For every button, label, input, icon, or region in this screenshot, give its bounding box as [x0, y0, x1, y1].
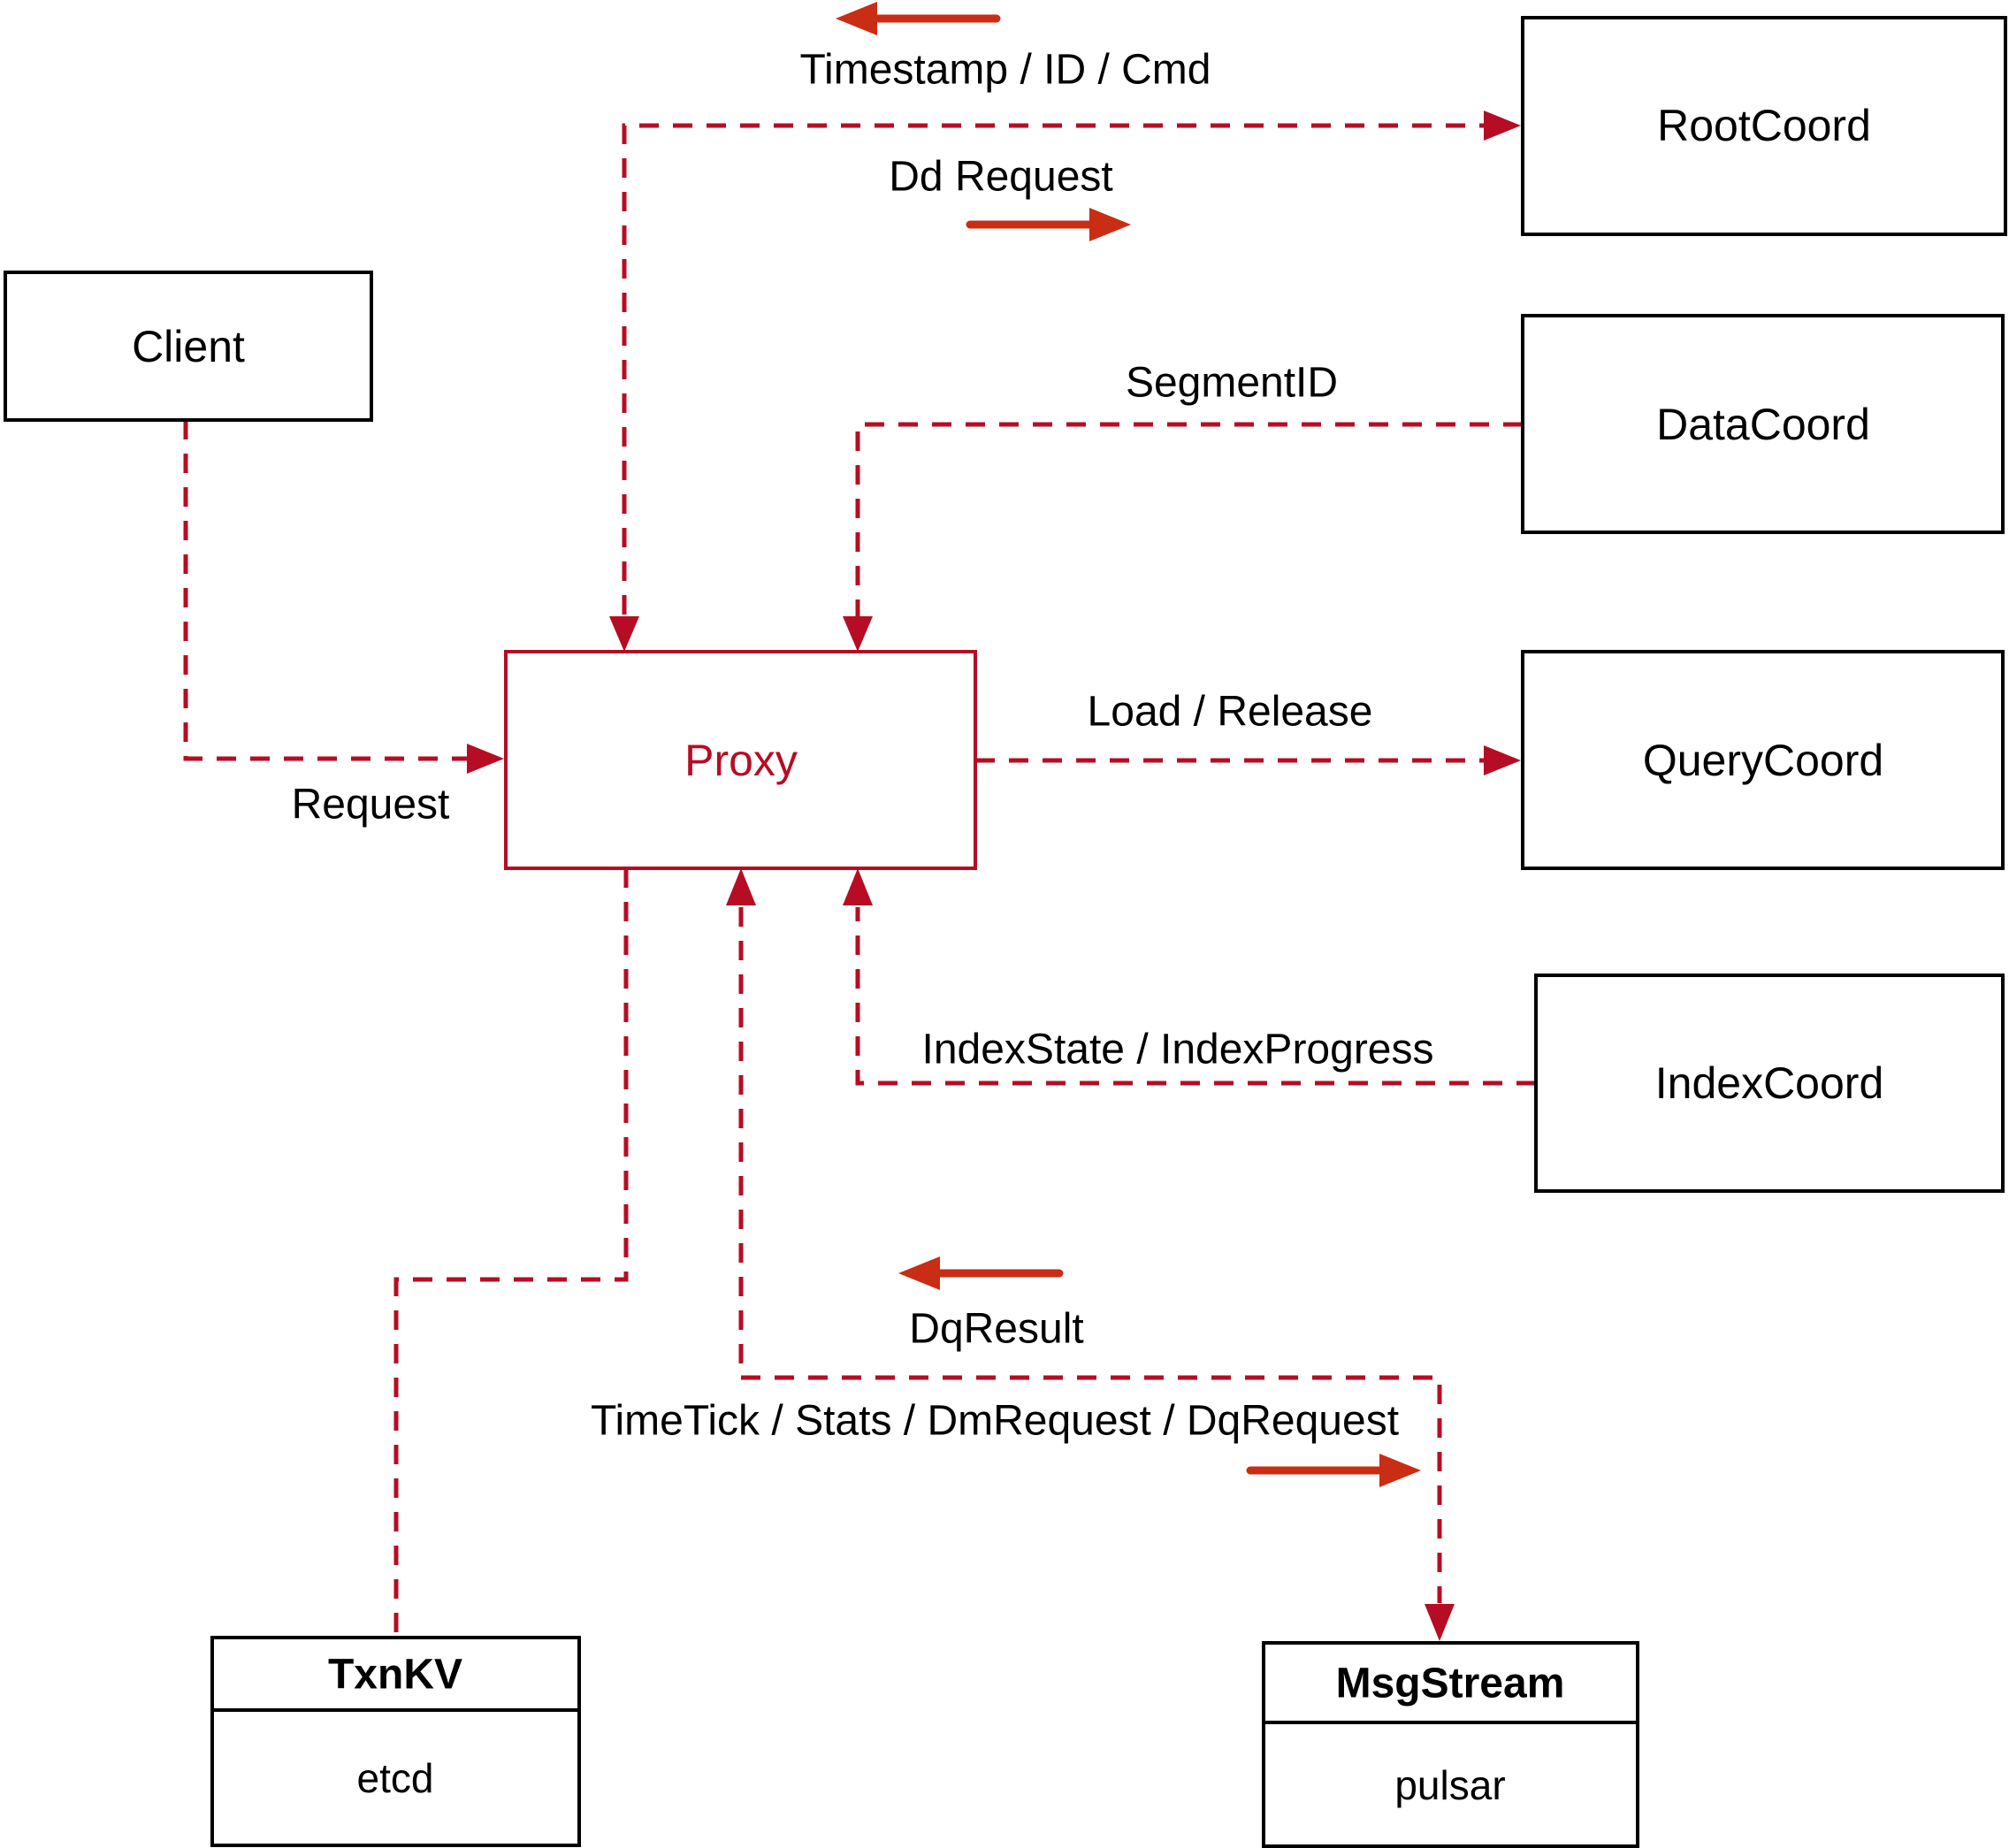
client-node-label: Client [132, 322, 245, 371]
edge-line [183, 420, 488, 761]
indexcoord-node-label: IndexCoord [1655, 1058, 1884, 1108]
txnkv-node-box [210, 1636, 581, 1847]
rootcoord-node-box [1521, 16, 2007, 236]
arrowhead-into-proxy-bottom [843, 868, 873, 905]
msgstream-node-box [1262, 1641, 1639, 1848]
edge-line [393, 868, 629, 1638]
proxy-node-label: Proxy [684, 736, 798, 785]
edge-indexcoord-to-proxy [843, 868, 1536, 1086]
edge-label-load-release: Load / Release [1088, 689, 1373, 736]
querycoord-node-box [1521, 650, 2005, 870]
txnkv-node-subtitle: etcd [357, 1755, 434, 1801]
edge-label-dd-request: Dd Request [889, 154, 1112, 201]
direction-arrow-right-timetick [1246, 1454, 1421, 1487]
rootcoord-node: RootCoord [1521, 16, 2007, 236]
msgstream-node-title: MsgStream [1336, 1661, 1565, 1707]
edge-proxy-msgstream [726, 868, 1455, 1641]
edge-label-request: Request [292, 782, 450, 829]
indexcoord-node-box [1534, 974, 2005, 1193]
arrowhead-into-proxy-bottom [726, 868, 756, 905]
arrowhead-into-rootcoord [1484, 111, 1521, 141]
arrowhead-into-proxy-top [843, 616, 873, 652]
edge-line [855, 422, 1523, 616]
direction-arrow-right-dd-request [966, 208, 1131, 241]
arrowhead-into-msgstream [1425, 1604, 1455, 1641]
edge-label-timetick: TimeTick / Stats / DmRequest / DqRequest [591, 1398, 1399, 1445]
edge-datacoord-to-proxy [843, 422, 1523, 652]
querycoord-node: QueryCoord [1521, 650, 2005, 870]
edge-proxy-txnkv [393, 868, 629, 1638]
msgstream-node: MsgStream pulsar [1262, 1641, 1639, 1848]
rootcoord-node-label: RootCoord [1657, 101, 1871, 150]
proxy-node: Proxy [504, 650, 977, 870]
edge-proxy-rootcoord [609, 111, 1521, 652]
left-arrow-icon [898, 1256, 940, 1290]
edge-line [855, 907, 1536, 1086]
proxy-node-box [504, 650, 977, 870]
direction-arrow-left-dqresult [898, 1256, 1064, 1290]
datacoord-node-label: DataCoord [1656, 400, 1870, 449]
edge-label-segment-id: SegmentID [1126, 360, 1338, 407]
edge-client-to-proxy [183, 420, 504, 774]
direction-arrow-left-timestamp [836, 2, 1001, 35]
edge-label-dq-result: DqResult [909, 1306, 1083, 1353]
datacoord-node: DataCoord [1521, 314, 2005, 534]
client-node-box [4, 271, 373, 422]
left-arrow-icon [836, 2, 877, 35]
arrowhead-into-proxy-left [467, 744, 504, 774]
right-arrow-icon [1089, 208, 1131, 241]
edge-proxy-to-querycoord [975, 745, 1521, 775]
msgstream-node-subtitle: pulsar [1394, 1762, 1505, 1808]
edge-line [738, 907, 1442, 1603]
datacoord-node-box [1521, 314, 2005, 534]
indexcoord-node: IndexCoord [1534, 974, 2005, 1193]
txnkv-node-title: TxnKV [328, 1652, 462, 1699]
right-arrow-icon [1379, 1454, 1421, 1487]
querycoord-node-label: QueryCoord [1643, 736, 1883, 785]
edge-label-index-state: IndexState / IndexProgress [922, 1027, 1434, 1073]
arrowhead-into-proxy-top [609, 616, 639, 652]
edge-label-timestamp-id-cmd: Timestamp / ID / Cmd [800, 47, 1211, 94]
txnkv-node: TxnKV etcd [210, 1636, 581, 1847]
client-node: Client [4, 271, 373, 422]
edge-line [622, 123, 1505, 615]
arrowhead-into-querycoord [1484, 745, 1521, 775]
